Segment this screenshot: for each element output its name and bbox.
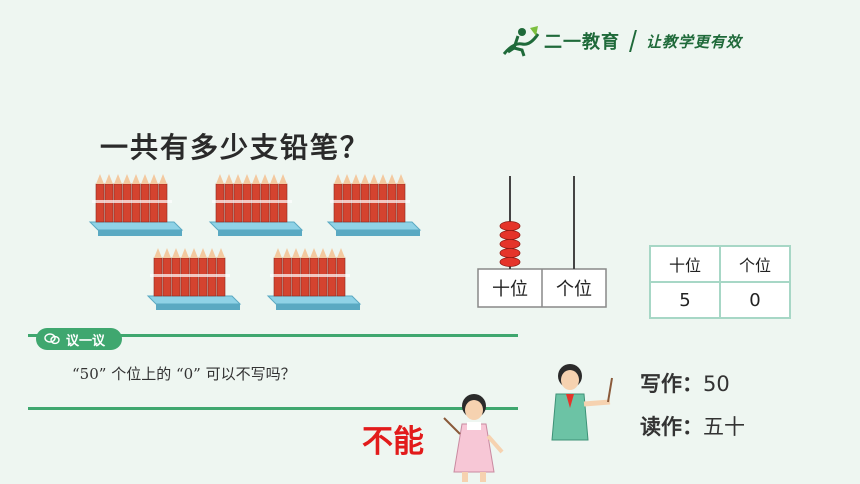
answer-text: 不能 bbox=[362, 424, 424, 460]
write-as-label: 写作： bbox=[640, 372, 703, 396]
write-as-value: 50 bbox=[703, 372, 730, 396]
abacus-beads-tens bbox=[499, 221, 521, 267]
abacus-bead bbox=[499, 230, 521, 240]
question-title: 一共有多少支铅笔？ bbox=[100, 131, 371, 164]
read-as: 读作：五十 bbox=[640, 411, 745, 441]
pencil-box-icon bbox=[88, 174, 184, 236]
abacus-label-ones: 个位 bbox=[556, 279, 592, 300]
discussion-badge: 议一议 bbox=[36, 328, 122, 350]
brand-header: 二一教育 让教学更有效 bbox=[500, 24, 742, 58]
speech-bubble-icon bbox=[44, 333, 60, 345]
abacus bbox=[477, 176, 607, 308]
abacus-bead bbox=[499, 239, 521, 249]
table-value-tens: 5 bbox=[649, 281, 721, 319]
abacus-label-tens: 十位 bbox=[492, 279, 528, 300]
discussion-box bbox=[28, 334, 518, 410]
pencil-box-icon bbox=[146, 248, 242, 310]
boy-illustration-icon bbox=[551, 364, 613, 441]
write-as: 写作：50 bbox=[640, 368, 730, 398]
abacus-bead bbox=[499, 248, 521, 258]
abacus-bead bbox=[499, 257, 521, 267]
pencil-box-icon bbox=[266, 248, 362, 310]
read-as-value: 五十 bbox=[703, 415, 745, 439]
table-header-tens: 十位 bbox=[649, 245, 721, 283]
brand-name: 二一教育 bbox=[544, 32, 620, 53]
discussion-question: “50” 个位上的 “0” 可以不写吗？ bbox=[72, 365, 296, 383]
runner-logo-icon bbox=[502, 26, 540, 57]
abacus-bead bbox=[499, 221, 521, 231]
pencil-box-icon bbox=[326, 174, 422, 236]
brand-slogan: 让教学更有效 bbox=[646, 32, 743, 51]
table-header-ones: 个位 bbox=[719, 245, 791, 283]
girl-illustration-icon bbox=[443, 394, 504, 482]
brand-separator bbox=[629, 30, 637, 52]
pencil-box-icon bbox=[208, 174, 304, 236]
discussion-badge-label: 议一议 bbox=[66, 333, 106, 349]
read-as-label: 读作： bbox=[640, 415, 703, 439]
place-value-table: 十位 个位 5 0 bbox=[649, 245, 791, 319]
table-value-ones: 0 bbox=[719, 281, 791, 319]
